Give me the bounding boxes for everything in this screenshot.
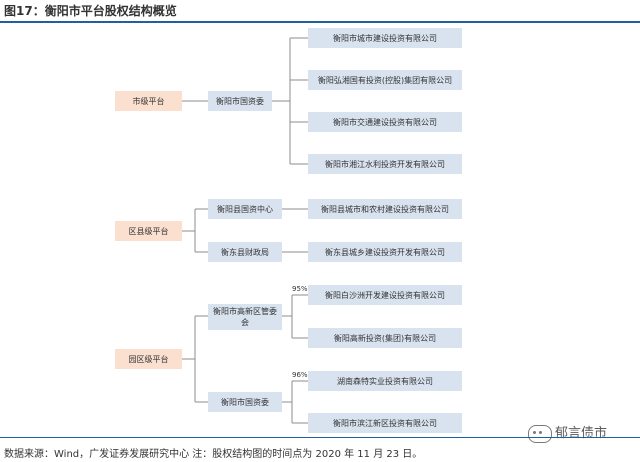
footer-rule (0, 437, 640, 438)
entity-c6: 衡东县城乡建设投资开发有限公司 (308, 242, 462, 262)
entity-c10: 衡阳市滨江新区投资有限公司 (308, 413, 462, 433)
entity-c4: 衡阳市湘江水利投资开发有限公司 (308, 154, 462, 174)
title-rule (0, 21, 640, 23)
figure-title: 图17：衡阳市平台股权结构概览 (4, 4, 177, 18)
ownership-pct-c7: 95% (292, 285, 308, 293)
wechat-icon (528, 424, 552, 443)
park-platform-box: 园区级平台 (115, 349, 182, 369)
entity-c9: 湖南森特实业投资有限公司 (308, 371, 462, 391)
watermark-text: 郁言债市 (555, 426, 608, 441)
entity-c7: 衡阳白沙洲开发建设投资有限公司 (308, 285, 462, 305)
county-platform-box: 区县级平台 (115, 221, 182, 241)
hdx-finance-box: 衡东县财政局 (208, 242, 282, 262)
source-note: 数据来源：Wind，广发证券发展研究中心 注：股权结构图的时间点为 2020 年… (4, 449, 423, 460)
hyx-center-box: 衡阳县国资中心 (208, 199, 282, 219)
entity-c3: 衡阳市交通建设投资有限公司 (308, 112, 462, 132)
entity-c2: 衡阳弘湘国有投资(控股)集团有限公司 (308, 70, 462, 90)
ownership-pct-c9: 96% (292, 371, 308, 379)
watermark: 郁言债市 (528, 422, 607, 443)
hightech-committee-box: 衡阳市高新区管委会 (208, 304, 282, 330)
city-platform-box: 市级平台 (115, 91, 182, 111)
hy-sasac-box: 衡阳市国资委 (208, 91, 272, 111)
entity-c1: 衡阳市城市建设投资有限公司 (308, 28, 462, 48)
entity-c8: 衡阳高新投资(集团)有限公司 (308, 328, 462, 348)
hy-committee-box: 衡阳市国资委 (208, 392, 282, 412)
entity-c5: 衡阳县城市和农村建设投资有限公司 (308, 199, 462, 219)
